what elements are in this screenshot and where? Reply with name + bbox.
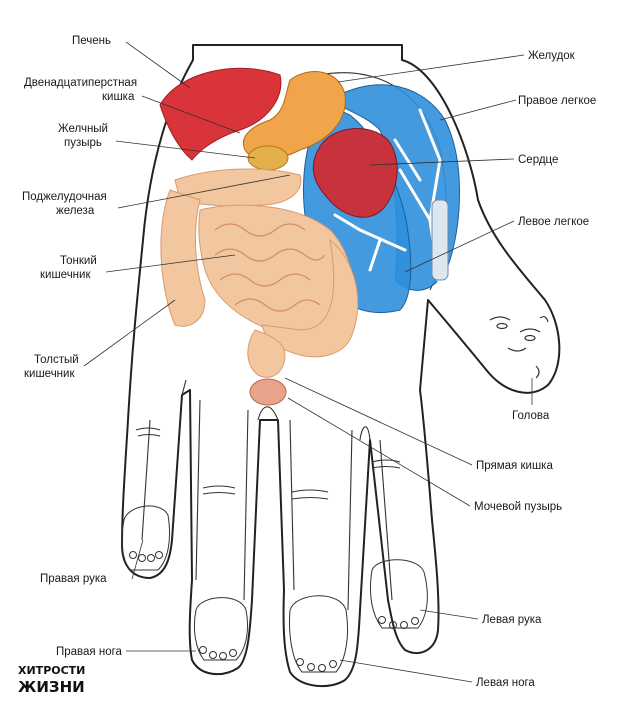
label-stomach: Желудок [528, 50, 576, 62]
label-gallbladder-2: пузырь [64, 137, 102, 149]
label-head: Голова [512, 410, 550, 422]
label-left-leg: Левая нога [476, 677, 535, 689]
heart [312, 128, 398, 218]
pancreas [174, 168, 302, 207]
label-right-lung: Правое легкое [518, 95, 596, 107]
organs [159, 67, 460, 406]
label-duodenum-1: Двенадцатиперстная [24, 77, 137, 89]
large-intestine [160, 189, 206, 327]
label-left-lung: Левое легкое [518, 216, 589, 228]
site-logo: ХИТРОСТИ ЖИЗНИ [18, 664, 85, 696]
logo-line-2: ЖИЗНИ [18, 678, 85, 696]
label-large-intestine-1: Толстый [34, 354, 79, 366]
intestine-loops [214, 223, 326, 312]
label-small-intestine-1: Тонкий [60, 255, 97, 267]
rectum [247, 329, 286, 378]
label-right-leg: Правая нога [56, 646, 123, 658]
head-face [489, 316, 549, 379]
label-right-hand: Правая рука [40, 573, 107, 585]
liver [159, 67, 282, 161]
leader-lines [83, 41, 533, 683]
label-small-intestine-2: кишечник [40, 269, 91, 281]
trachea [431, 199, 449, 281]
labels: Печень Двенадцатиперстная кишка Желчный … [22, 35, 596, 689]
logo-line-1: ХИТРОСТИ [18, 664, 85, 677]
large-intestine-descending [261, 238, 359, 358]
label-heart: Сердце [518, 154, 558, 166]
label-rectum: Прямая кишка [476, 460, 553, 472]
label-bladder: Мочевой пузырь [474, 501, 562, 513]
label-large-intestine-2: кишечник [24, 368, 75, 380]
label-pancreas-2: железа [56, 205, 95, 217]
label-left-hand: Левая рука [482, 614, 542, 626]
label-gallbladder-1: Желчный [58, 123, 108, 135]
label-liver: Печень [72, 35, 111, 47]
label-pancreas-1: Поджелудочная [22, 191, 107, 203]
fingertip-figures [121, 505, 428, 673]
bladder [249, 378, 287, 406]
label-duodenum-2: кишка [102, 91, 135, 103]
